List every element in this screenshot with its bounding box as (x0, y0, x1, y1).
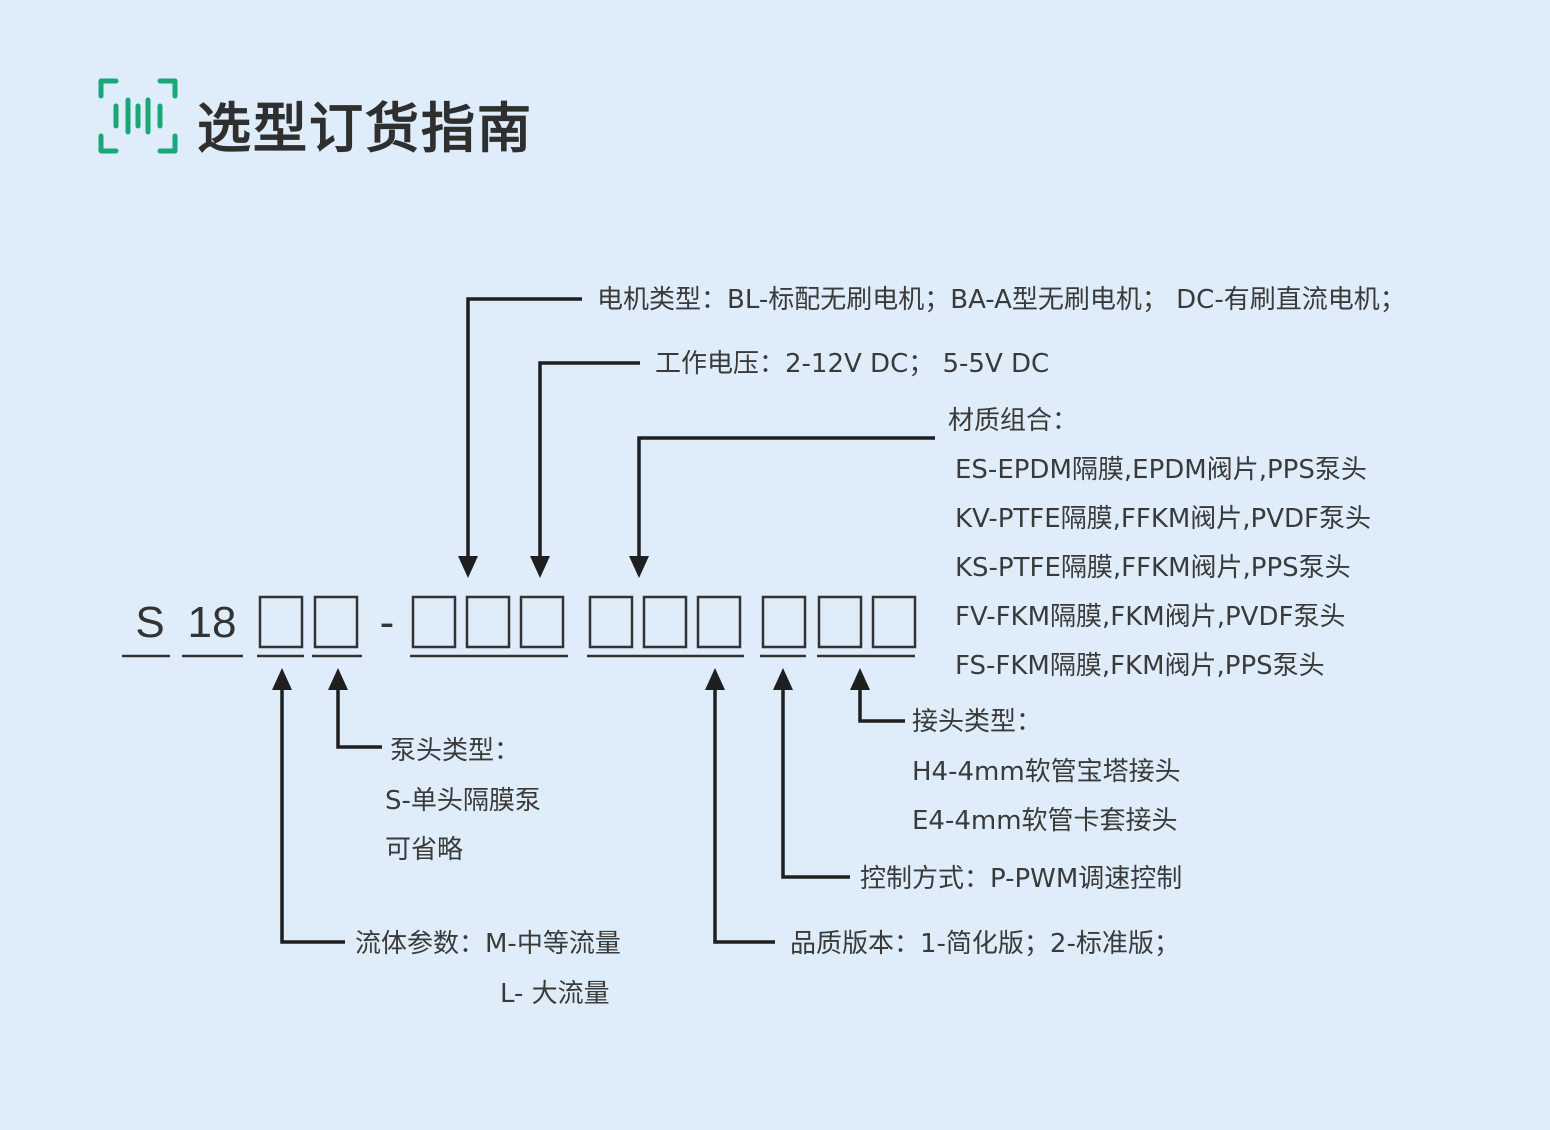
page-title: 选型订货指南 (197, 97, 533, 160)
connector-title: 接头类型： (912, 707, 1043, 737)
arrow-up-quality (705, 668, 725, 690)
fluid-option: L- 大流量 (500, 979, 610, 1009)
material-option: KS-PTFE隔膜,FFKM阀片,PPS泵头 (955, 553, 1351, 583)
box-material-2 (642, 595, 688, 649)
code-model-number: 18 (187, 598, 237, 647)
control-label: 控制方式：P-PWM调速控制 (860, 864, 1183, 894)
material-option: FV-FKM隔膜,FKM阀片,PVDF泵头 (955, 602, 1346, 632)
arrow-down-voltage (530, 556, 550, 578)
voltage-leader (538, 361, 640, 560)
code-series-letter: S (135, 598, 165, 647)
box-motor-1 (411, 595, 457, 649)
arrow-up-pump-head (328, 668, 348, 690)
quality-leader (713, 688, 775, 944)
box-voltage (519, 595, 565, 649)
connector-option: H4-4mm软管宝塔接头 (912, 757, 1181, 787)
arrow-up-control (773, 668, 793, 690)
leader-lines (280, 297, 935, 944)
pump-head-option: S-单头隔膜泵 (385, 786, 541, 816)
connector-option: E4-4mm软管卡套接头 (912, 806, 1178, 836)
pump-head-option: 可省略 (385, 835, 464, 865)
barcode-scan-icon (98, 78, 178, 154)
arrow-up-connector (850, 668, 870, 690)
box-quality (696, 595, 742, 649)
motor-type-label: 电机类型：BL-标配无刷电机；BA-A型无刷电机； DC-有刷直流电机； (597, 285, 1406, 315)
arrow-down-motor (458, 556, 478, 578)
code-separator: - (379, 598, 395, 647)
arrow-down-material (629, 556, 649, 578)
material-leader (637, 436, 935, 560)
material-title: 材质组合： (948, 406, 1079, 436)
box-material-1 (588, 595, 634, 649)
fluid-label: 流体参数：M-中等流量 (355, 929, 621, 959)
fluid-leader (280, 688, 345, 944)
box-connector-1 (817, 595, 863, 649)
voltage-label: 工作电压：2-12V DC； 5-5V DC (655, 349, 1050, 379)
code-boxes (258, 595, 917, 649)
material-option: KV-PTFE隔膜,FFKM阀片,PVDF泵头 (955, 504, 1372, 534)
material-option: FS-FKM隔膜,FKM阀片,PPS泵头 (955, 651, 1325, 681)
box-control (761, 595, 807, 649)
control-leader (781, 688, 850, 879)
box-motor-2 (465, 595, 511, 649)
pump-head-leader (336, 688, 382, 749)
arrow-up-fluid (272, 668, 292, 690)
arrowheads (272, 556, 870, 690)
quality-label: 品质版本：1-简化版；2-标准版； (790, 929, 1180, 959)
box-fluid (258, 595, 304, 649)
pump-head-title: 泵头类型： (390, 736, 521, 766)
motor-leader (466, 297, 582, 560)
box-connector-2 (871, 595, 917, 649)
connector-leader (858, 688, 905, 723)
box-pump-head (313, 595, 359, 649)
material-option: ES-EPDM隔膜,EPDM阀片,PPS泵头 (955, 455, 1367, 485)
